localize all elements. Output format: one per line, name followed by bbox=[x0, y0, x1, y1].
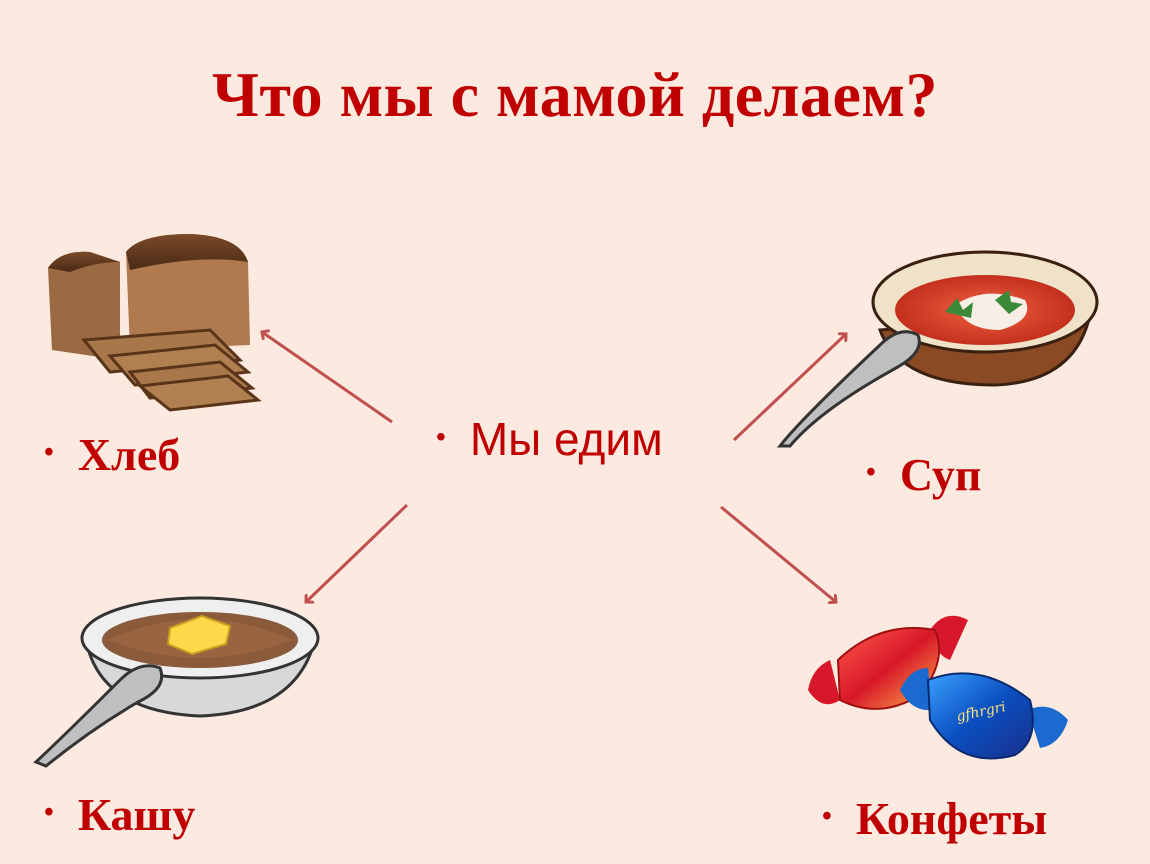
arrow-to-porridge bbox=[306, 503, 409, 602]
label-bread: • Хлеб bbox=[44, 428, 180, 481]
label-candy-text: Конфеты bbox=[855, 793, 1048, 844]
slide-title: Что мы с мамой делаем? bbox=[212, 59, 938, 130]
label-bread-text: Хлеб bbox=[77, 429, 181, 480]
bullet: • bbox=[866, 457, 876, 489]
bread-image bbox=[48, 234, 262, 412]
center-text: Мы едим bbox=[469, 413, 663, 465]
label-soup-text: Суп bbox=[899, 449, 982, 500]
label-porridge: • Кашу bbox=[44, 788, 195, 841]
arrow-to-bread bbox=[262, 332, 393, 424]
porridge-image bbox=[33, 596, 320, 768]
bullet: • bbox=[44, 437, 54, 469]
candy-image: gfhrgri bbox=[808, 615, 1068, 760]
soup-image bbox=[776, 250, 1099, 448]
label-porridge-text: Кашу bbox=[77, 789, 196, 840]
center-label-we-eat: • Мы едим bbox=[436, 412, 663, 466]
arrow-to-soup bbox=[732, 334, 846, 442]
label-soup: • Суп bbox=[866, 448, 981, 501]
bullet: • bbox=[822, 801, 832, 833]
arrow-to-candy bbox=[720, 505, 836, 602]
bullet: • bbox=[436, 420, 446, 452]
label-candy: • Конфеты bbox=[822, 792, 1047, 845]
bullet: • bbox=[44, 797, 54, 829]
